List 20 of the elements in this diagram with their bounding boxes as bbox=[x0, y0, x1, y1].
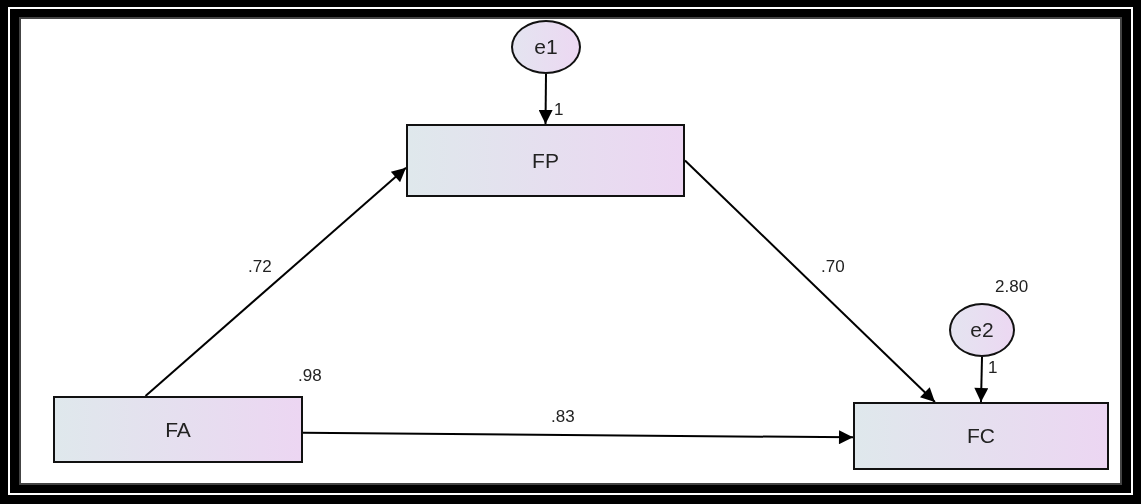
edge-label: 1 bbox=[554, 100, 564, 120]
node-label: FC bbox=[967, 424, 995, 448]
node-label: e1 bbox=[534, 35, 558, 59]
node-label: FP bbox=[532, 148, 559, 173]
node-label: e2 bbox=[970, 318, 994, 342]
variable-box bbox=[406, 124, 685, 197]
variance-value: 2.80 bbox=[995, 277, 1029, 297]
variance-value: .98 bbox=[298, 366, 322, 386]
variable-box bbox=[53, 396, 303, 463]
node-label: FA bbox=[165, 417, 191, 442]
arrow bbox=[974, 356, 989, 403]
edge-label: .83 bbox=[551, 407, 575, 427]
edge-label: .72 bbox=[248, 257, 272, 277]
variable-box bbox=[853, 402, 1109, 470]
edge-label: 1 bbox=[988, 358, 998, 378]
arrow bbox=[538, 73, 553, 125]
arrow bbox=[302, 430, 854, 445]
arrow bbox=[144, 166, 407, 397]
arrow bbox=[684, 159, 936, 403]
edge-label: .70 bbox=[821, 257, 845, 277]
